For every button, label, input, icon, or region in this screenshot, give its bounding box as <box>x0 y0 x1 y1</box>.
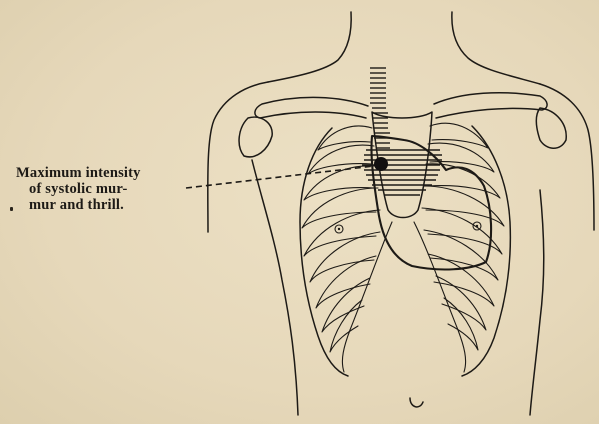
right-clavicle <box>434 93 547 118</box>
callout-line-1: Maximum intensity <box>16 165 141 181</box>
callout-leader-line <box>186 166 374 188</box>
right-costal-margin <box>414 222 466 372</box>
left-shoulder-joint <box>239 117 272 157</box>
callout-line-3: mur and thrill. <box>16 197 141 213</box>
neck-left-outline <box>268 12 351 82</box>
heart-outline <box>371 136 491 269</box>
maximum-intensity-dot <box>374 157 388 171</box>
left-nipple-center <box>338 228 340 230</box>
callout-label: Maximum intensity of systolic mur- mur a… <box>16 165 141 213</box>
callout-line-2: of systolic mur- <box>16 181 141 197</box>
right-shoulder-joint <box>536 108 566 148</box>
left-costal-margin <box>342 222 392 372</box>
right-flank-outline <box>530 190 544 415</box>
umbilicus <box>410 398 423 407</box>
left-clavicle <box>255 97 368 118</box>
left-flank-outline <box>252 160 298 415</box>
neck-right-outline <box>452 12 540 84</box>
right-shoulder-outline <box>540 84 594 230</box>
left-shoulder-outline <box>208 82 268 232</box>
print-speck <box>10 207 13 211</box>
right-nipple-center <box>476 225 478 227</box>
